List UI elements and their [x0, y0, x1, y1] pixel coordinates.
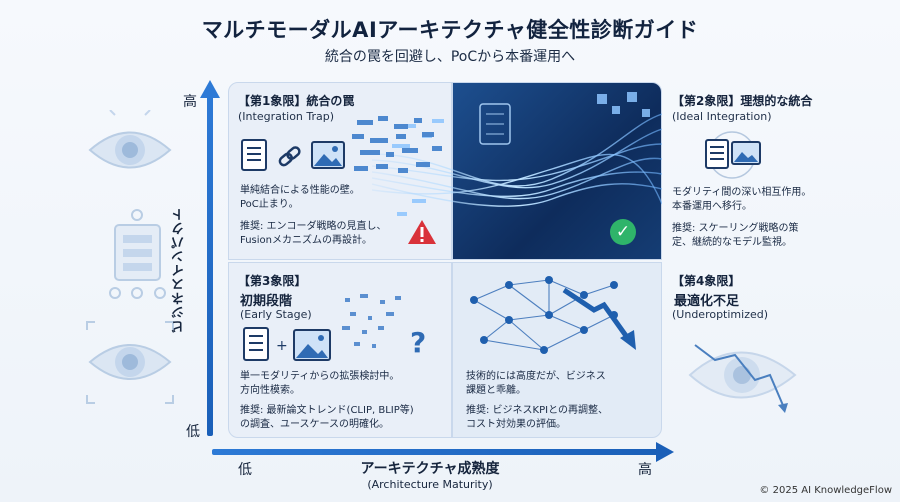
y-axis-low-label: 低: [186, 424, 200, 440]
quadrant-4-panel: [452, 262, 662, 438]
merged-modalities-icon: [705, 131, 761, 179]
y-axis-title: ビジネスインパクト: [172, 207, 187, 333]
q3-body-line2: 方向性模索。: [240, 385, 300, 396]
eye-scan-icon: [86, 321, 174, 404]
q1-body-line1: 単純結合による性能の壁。: [240, 185, 360, 196]
q3-heading: 【第3象限】: [238, 274, 307, 288]
svg-text:+: +: [276, 338, 288, 354]
copyright-footer: © 2025 AI KnowledgeFlow: [759, 485, 892, 496]
q4-heading: 【第4象限】: [672, 274, 741, 288]
q2-subheading: (Ideal Integration): [672, 110, 772, 123]
q2-heading: 【第2象限】理想的な統合: [672, 94, 813, 108]
complex-network-graphic: [470, 276, 636, 354]
q2-body-line1: モダリティ間の深い相互作用。: [672, 187, 812, 198]
y-axis-line: [207, 92, 213, 436]
x-axis-arrowhead: [656, 442, 674, 462]
page-title: マルチモーダルAIアーキテクチャ健全性診断ガイド: [201, 18, 699, 42]
q1-recommendation-line2: Fusionメカニズムの再設計。: [240, 235, 372, 246]
warning-icon: [408, 220, 436, 244]
document-link-image-icon: [241, 139, 345, 171]
q1-subheading: (Integration Trap): [238, 110, 335, 123]
check-icon: ✓: [610, 219, 636, 245]
q1-body-line2: PoC止まり。: [240, 199, 299, 210]
eye-icon: [88, 110, 172, 169]
x-axis-high-label: 高: [638, 462, 652, 478]
network-diagram-icon: [109, 209, 166, 299]
x-axis-title: アーキテクチャ成熟度: [360, 461, 500, 477]
q3-body-line1: 単一モダリティからの拡張検討中。: [240, 371, 400, 382]
q2-body-line2: 本番運用へ移行。: [672, 201, 752, 212]
eye-chart-icon: [688, 344, 797, 413]
q2-recommendation-line1: 推奨: スケーリング戦略の策: [672, 223, 799, 234]
q4-recommendation-line1: 推奨: ビジネスKPIとの再調整、: [466, 405, 608, 416]
fragmented-blocks-graphic: [352, 116, 442, 173]
q3-subheading: (Early Stage): [240, 308, 312, 321]
q3-recommendation-line2: の調査、ユースケースの明確化。: [240, 419, 389, 430]
q4-subheading: (Underoptimized): [672, 308, 769, 321]
q1-recommendation-line1: 推奨: エンコーダ戦略の見直し、: [240, 221, 387, 232]
q4-title: 最適化不足: [674, 294, 740, 309]
data-stream-graphic: [372, 92, 662, 216]
x-axis-title-en: (Architecture Maturity): [367, 478, 493, 491]
q2-recommendation-line2: 定、継続的なモデル監視。: [672, 237, 792, 248]
q4-recommendation-line2: コスト対効果の評価。: [466, 419, 566, 430]
q1-heading: 【第1象限】統合の罠: [238, 94, 355, 108]
page-subtitle: 統合の罠を回避し、PoCから本番運用へ: [324, 49, 576, 65]
y-axis-arrowhead: [200, 80, 220, 98]
svg-text:?: ?: [410, 326, 426, 359]
q4-body-line2: 課題と乖離。: [466, 385, 526, 396]
q4-body-line1: 技術的には高度だが、ビジネス: [466, 371, 606, 382]
q3-recommendation-line1: 推奨: 最新論文トレンド(CLIP, BLIP等): [240, 405, 414, 416]
q3-title: 初期段階: [240, 294, 293, 309]
document-plus-image-icon: +: [243, 327, 331, 361]
scattered-dots-graphic: ?: [342, 294, 426, 359]
y-axis-high-label: 高: [183, 94, 197, 110]
x-axis-low-label: 低: [238, 462, 252, 478]
x-axis-line: [212, 449, 660, 455]
